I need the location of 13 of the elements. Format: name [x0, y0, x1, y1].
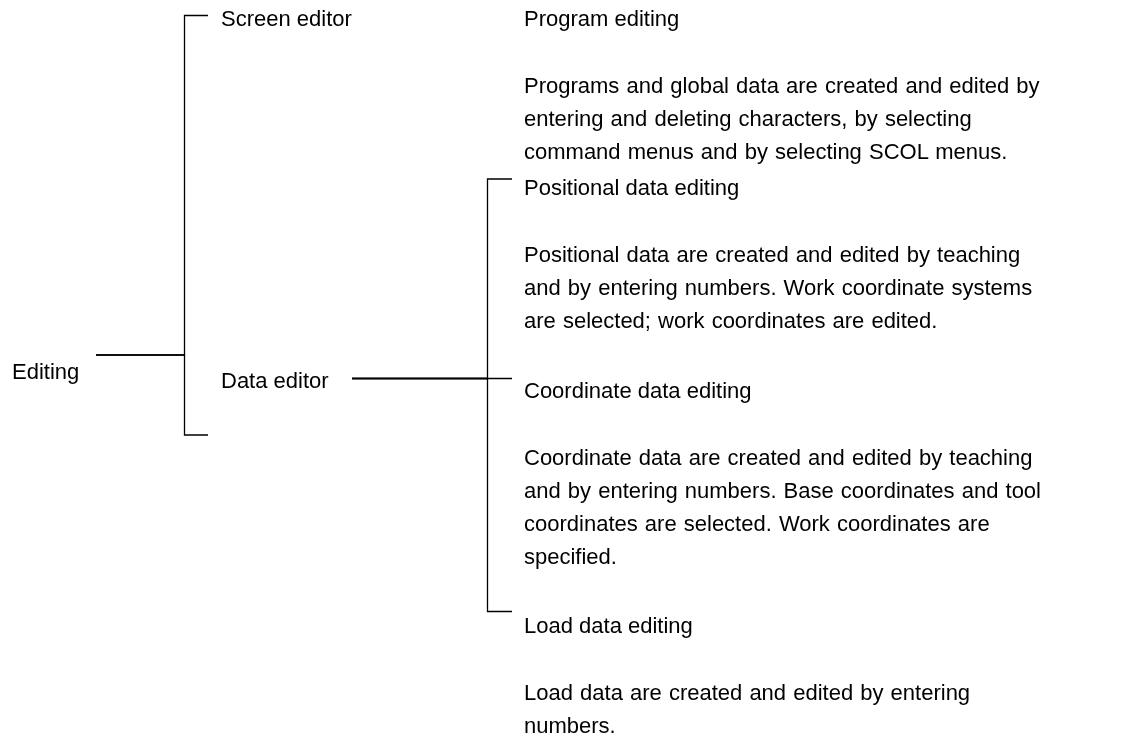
item-label: Data editor	[208, 364, 352, 436]
description-text: Load data are created and edited by entering numbers.	[524, 679, 972, 740]
description-text: Positional data are created and edited by teaching and by entering numbers. Work coordinate systems are selected; work coordinates are edited.	[524, 241, 1034, 335]
bracket-connector	[95, 354, 209, 436]
description-text: Programs and global data are created and edited by entering and deleting characters, by selecting command menus and by selecting SCOL menus.	[524, 72, 1041, 166]
item-label: Screen editor	[208, 2, 408, 35]
item-label: Load data editing	[524, 612, 693, 640]
bracket-connector	[351, 377, 513, 613]
item-label: Program editing	[524, 5, 680, 33]
item-label: Positional data editing	[524, 174, 740, 202]
description-text: Coordinate data are created and edited by teaching and by entering numbers. Base coordinates and tool coordinates are selected. Work coordinates are specified.	[524, 444, 1042, 571]
item-label: Editing	[12, 350, 96, 390]
item-label: Coordinate data editing	[524, 377, 752, 405]
